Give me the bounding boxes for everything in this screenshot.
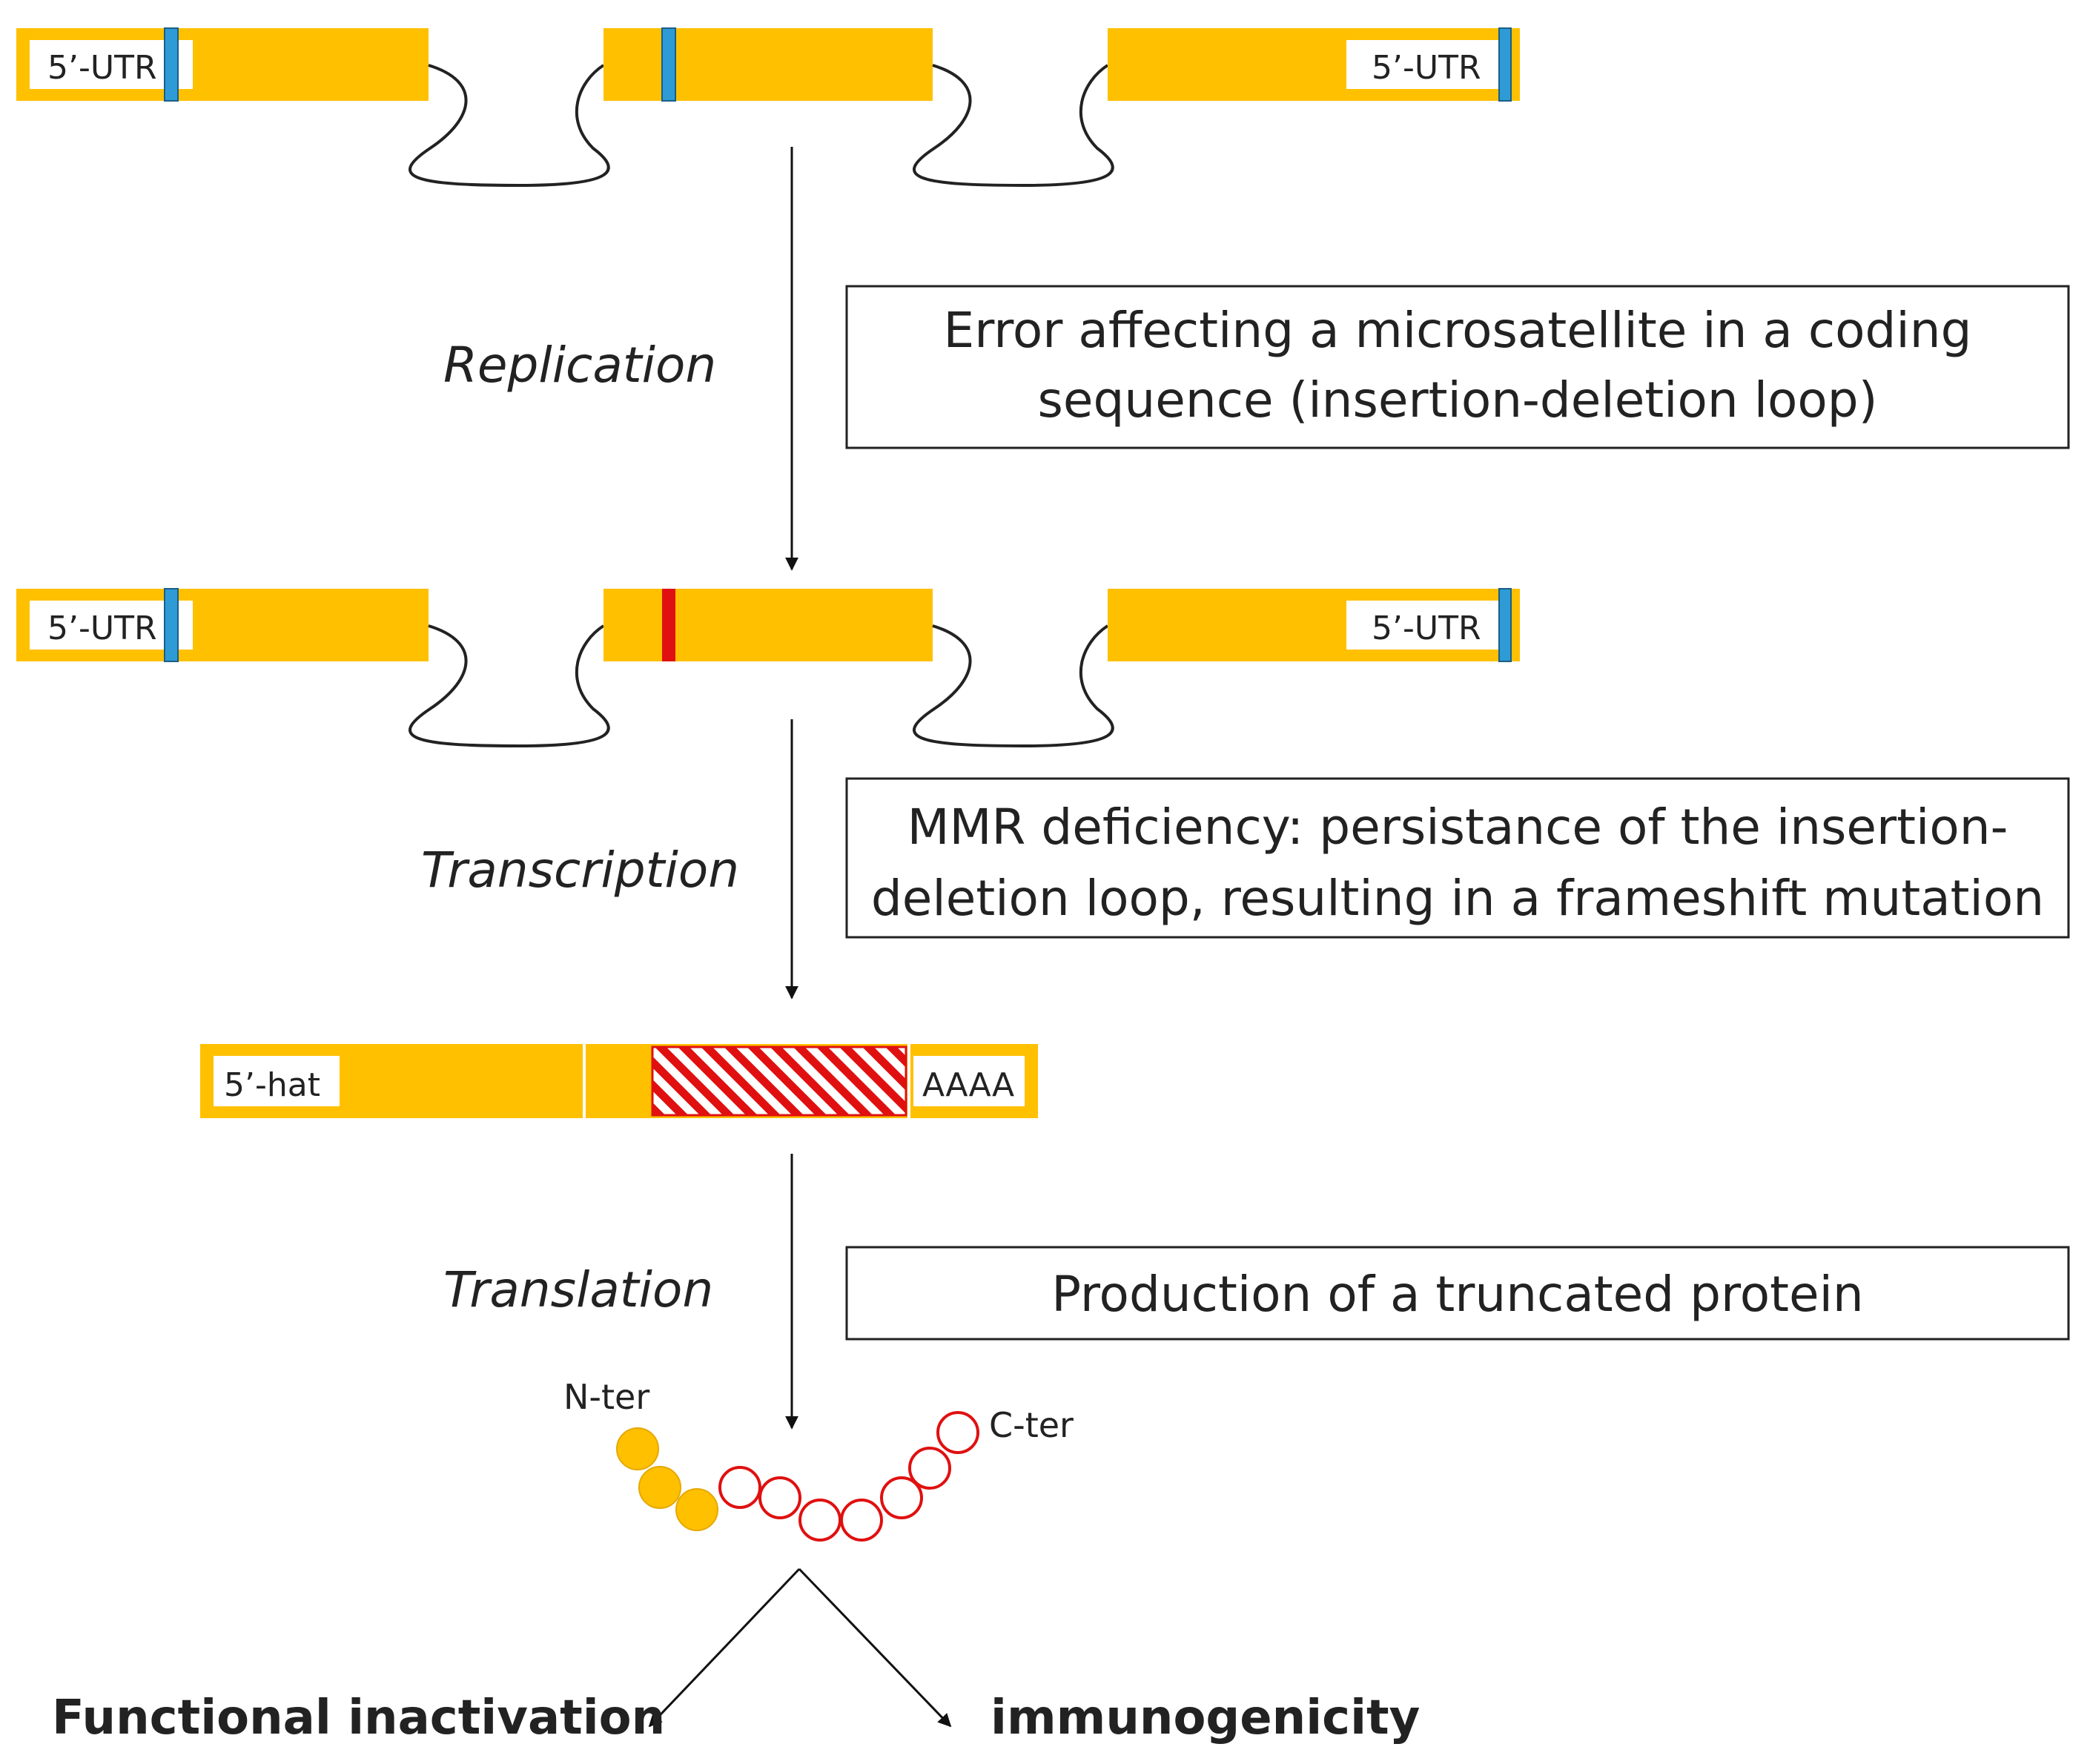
frameshift-residue — [840, 1499, 883, 1542]
frameshift-residue — [908, 1447, 951, 1490]
microsatellite-marker — [1498, 27, 1512, 102]
frameshift-residue — [798, 1499, 841, 1542]
normal-residue — [675, 1488, 718, 1531]
normal-residue — [638, 1466, 681, 1509]
intron-1 — [409, 624, 610, 748]
outcome-functional-inactivation: Functional inactivation — [52, 1691, 665, 1745]
exon-2 — [603, 27, 933, 102]
exon-1: 5’-UTR — [16, 27, 429, 102]
step-transcription: Transcription — [421, 842, 739, 899]
note-translation-line-1: Production of a truncated protein — [1051, 1266, 1864, 1323]
frameshift-residue — [936, 1411, 979, 1454]
normal-residue — [616, 1427, 659, 1470]
intron-1 — [409, 64, 610, 188]
exon-3-utr-label: 5’-UTR — [1372, 610, 1481, 647]
polya-box — [913, 1056, 1025, 1106]
frameshift-region — [651, 1045, 907, 1117]
arrow-to-immunogenicity — [798, 1568, 952, 1728]
step-translation: Translation — [443, 1261, 713, 1318]
exon-1-utr-label: 5’-UTR — [47, 610, 157, 647]
gene-normal: 5’-UTR 5’-UTR — [16, 27, 1520, 188]
n-term-label: N-ter — [563, 1377, 649, 1417]
polya-label: AAAA — [922, 1066, 1014, 1104]
truncated-protein: N-ter C-ter — [563, 1377, 1074, 1542]
c-term-label: C-ter — [989, 1405, 1074, 1445]
gene-mutated: 5’-UTR 5’-UTR — [16, 588, 1520, 748]
exon-2 — [603, 589, 933, 661]
exon-3: 5’-UTR — [1108, 588, 1520, 662]
note-transcription: MMR deficiency: persistance of the inser… — [845, 777, 2070, 939]
mrna: 5’-hat AAAA — [200, 1044, 1038, 1118]
frameshift-residue — [718, 1466, 761, 1509]
exon-3: 5’-UTR — [1108, 27, 1520, 102]
outcome-immunogenicity: immunogenicity — [991, 1691, 1420, 1745]
utr-box — [1346, 601, 1505, 650]
note-transcription-line-1: MMR deficiency: persistance of the inser… — [907, 799, 2008, 856]
cap-label: 5’-hat — [224, 1066, 320, 1104]
arrow-to-inactivation — [648, 1568, 801, 1728]
note-replication-line-2: sequence (insertion-deletion loop) — [1038, 371, 1878, 429]
note-transcription-line-2: deletion loop, resulting in a frameshift… — [871, 870, 2044, 927]
mutated-microsatellite-marker — [662, 589, 675, 661]
frameshift-residue — [758, 1476, 801, 1519]
exon-1: 5’-UTR — [16, 588, 429, 662]
note-replication: Error affecting a microsatellite in a co… — [845, 285, 2070, 449]
microsatellite-marker — [661, 27, 676, 102]
note-replication-line-1: Error affecting a microsatellite in a co… — [944, 302, 1972, 359]
frameshift-residue — [880, 1476, 923, 1519]
note-translation: Production of a truncated protein — [845, 1246, 2070, 1341]
intron-2 — [913, 624, 1114, 748]
exon-1-utr-label: 5’-UTR — [47, 49, 157, 87]
intron-2 — [913, 64, 1114, 188]
microsatellite-marker — [164, 588, 179, 662]
microsatellite-marker — [1498, 588, 1512, 662]
cap-box — [214, 1056, 340, 1106]
exon-3-utr-label: 5’-UTR — [1372, 49, 1481, 87]
microsatellite-marker — [164, 27, 179, 102]
step-replication: Replication — [443, 337, 716, 394]
utr-box — [1346, 40, 1505, 89]
